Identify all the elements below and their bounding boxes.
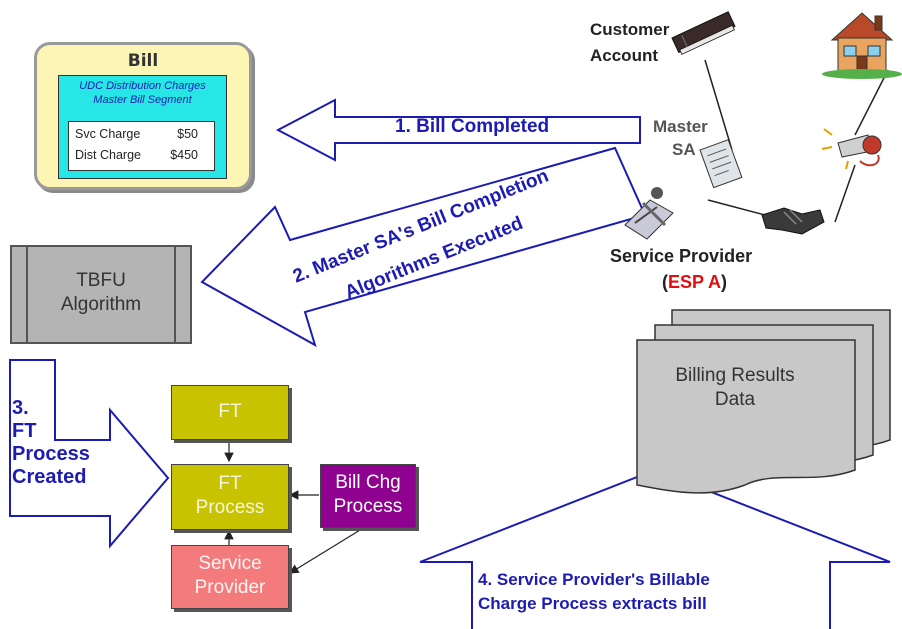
tbfu-label: TBFU Algorithm [12,269,190,317]
arrow-ft-process-created [9,359,170,549]
ft-process-line1: FT [218,473,242,494]
step3-label: 3. FT Process Created [12,397,90,489]
step3-line: Created [12,466,87,488]
arrow-algorithms-executed [200,146,647,348]
ft-process-box: FT Process [171,464,289,530]
esp-close: ) [721,272,728,292]
billing-results-stack [636,309,891,494]
step1-label: 1. Bill Completed [395,116,550,137]
charge-name: Dist Charge [75,148,141,162]
charge-amount: $50 [177,127,198,141]
tbfu-line1: TBFU [76,270,126,291]
entity-relation-lines [704,59,889,223]
tbfu-algorithm-box: TBFU Algorithm [10,245,192,344]
book-icon [671,11,736,55]
billing-results-line2: Data [714,389,756,410]
bill-chg-line2: Process [333,496,403,517]
connector-billchg-to-provider [288,526,366,574]
service-provider-line1: Service [198,553,262,574]
step3-line: Process [12,443,90,465]
charge-name: Svc Charge [75,127,141,141]
service-provider-line2: Provider [194,577,266,598]
handshake-icon [761,207,825,235]
bill-panel: Bill UDC Distribution Charges Master Bil… [34,42,252,190]
bill-segment-line2: Master Bill Segment [93,94,192,106]
bill-title: Bill [127,51,159,71]
bill-charges-table: Svc Charge $50 Dist Charge $450 [68,121,215,171]
service-provider-box: Service Provider [171,545,289,609]
master-label: Master [653,117,708,136]
charge-amount: $450 [170,148,198,162]
esp-label: (ESP A) [662,272,727,293]
esp-name: ESP A [668,272,722,292]
step4-label-line1: 4. Service Provider's Billable [478,570,710,589]
telephone-pen-icon [624,187,674,240]
ft-process-line2: Process [195,497,265,518]
ft-box: FT [171,385,289,440]
billing-results-line1: Billing Results [675,365,795,386]
arrow-bill-completed [275,98,641,162]
esp-open: ( [662,272,668,292]
billing-results-label: Billing Results Data [640,364,830,412]
bill-chg-process-box: Bill Chg Process [320,464,416,528]
step4-label-line2: Charge Process extracts bill [478,594,707,613]
tbfu-left-bar [26,247,28,342]
sa-label: SA [672,140,696,159]
bill-segment: UDC Distribution Charges Master Bill Seg… [58,75,227,179]
tbfu-right-bar [174,247,176,342]
ft-label: FT [218,401,242,422]
bill-chg-line1: Bill Chg [335,472,401,493]
house-icon [822,12,902,79]
document-icon [699,139,743,189]
step3-line: FT [12,420,37,442]
step3-line: 3. [12,397,29,419]
customer-label: Customer [590,20,670,39]
light-bulb-icon [821,128,882,170]
account-label: Account [590,46,658,65]
tbfu-line2: Algorithm [60,294,142,315]
service-provider-label: Service Provider [610,246,753,266]
bill-segment-line1: UDC Distribution Charges [79,80,206,92]
